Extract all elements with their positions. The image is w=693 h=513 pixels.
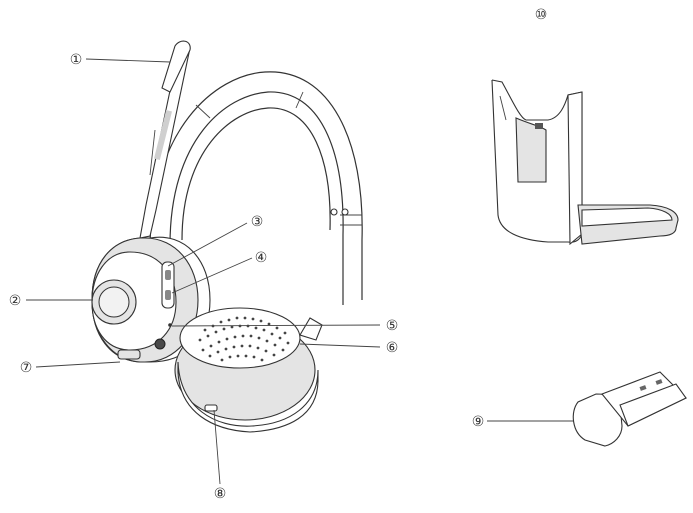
callout-5: ⑤ bbox=[386, 318, 399, 334]
callout-7: ⑦ bbox=[20, 360, 33, 376]
callout-6: ⑥ bbox=[386, 340, 399, 356]
mic-mute-button bbox=[154, 338, 166, 350]
charging-contacts bbox=[117, 349, 141, 360]
usb-dongle-illustration bbox=[572, 371, 687, 447]
led-indicator bbox=[168, 323, 172, 327]
callout-10: ⑩ bbox=[535, 7, 548, 23]
callout-3: ③ bbox=[251, 214, 264, 230]
usb-port bbox=[204, 404, 218, 412]
left-earcup bbox=[91, 236, 211, 363]
callout-2: ② bbox=[9, 293, 22, 309]
volume-button bbox=[161, 261, 175, 309]
leader-lines bbox=[26, 58, 575, 485]
charging-stand-illustration bbox=[491, 79, 679, 246]
headset-illustration bbox=[26, 40, 575, 485]
speaker-mesh bbox=[198, 316, 290, 362]
headband bbox=[149, 71, 363, 305]
callout-8: ⑧ bbox=[214, 486, 227, 502]
callout-9: ⑨ bbox=[472, 414, 485, 430]
callout-4: ④ bbox=[255, 250, 268, 266]
right-earcup bbox=[174, 307, 323, 433]
callout-1: ① bbox=[70, 52, 83, 68]
mic-boom bbox=[139, 40, 191, 251]
